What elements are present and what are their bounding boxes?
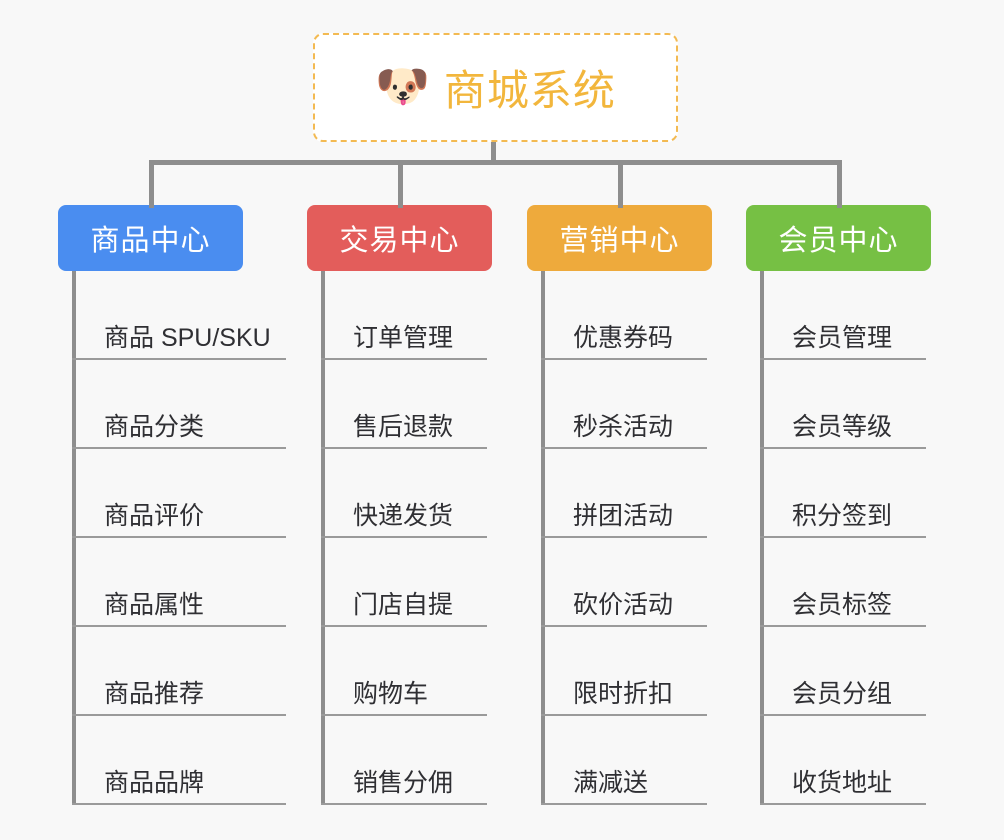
trunk-line-trade-center [321,271,325,805]
leaf-label: 订单管理 [353,323,454,352]
root-node[interactable]: 🐶 商城系统 [313,33,678,142]
column-trade-center: 交易中心订单管理售后退款快递发货门店自提购物车销售分佣 [307,205,492,805]
leaf-list-member-center: 会员管理会员等级积分签到会员标签会员分组收货地址 [760,271,926,805]
leaf-item[interactable]: 优惠券码 [541,271,707,360]
connector-drop-member-center [837,160,842,208]
leaf-item[interactable]: 会员等级 [760,360,926,449]
leaf-item[interactable]: 满减送 [541,716,707,805]
leaf-label: 商品属性 [104,590,205,619]
leaf-item[interactable]: 秒杀活动 [541,360,707,449]
leaf-item[interactable]: 商品 SPU/SKU [72,271,286,360]
category-header-product-center[interactable]: 商品中心 [58,205,243,271]
leaf-item[interactable]: 售后退款 [321,360,487,449]
leaf-item[interactable]: 会员分组 [760,627,926,716]
category-label: 交易中心 [339,225,460,257]
category-header-member-center[interactable]: 会员中心 [746,205,931,271]
leaf-item[interactable]: 订单管理 [321,271,487,360]
leaf-label: 收货地址 [792,768,893,797]
leaf-item[interactable]: 会员标签 [760,538,926,627]
leaf-label: 商品品牌 [104,768,205,797]
leaf-label: 售后退款 [353,412,454,441]
connector-root-stem [491,142,496,163]
leaf-list-trade-center: 订单管理售后退款快递发货门店自提购物车销售分佣 [321,271,487,805]
leaf-label: 砍价活动 [573,590,674,619]
connector-drop-product-center [149,160,154,208]
trunk-line-marketing-center [541,271,545,805]
leaf-list-marketing-center: 优惠券码秒杀活动拼团活动砍价活动限时折扣满减送 [541,271,707,805]
leaf-item[interactable]: 商品分类 [72,360,286,449]
column-marketing-center: 营销中心优惠券码秒杀活动拼团活动砍价活动限时折扣满减送 [527,205,712,805]
leaf-label: 会员标签 [792,590,893,619]
leaf-item[interactable]: 商品推荐 [72,627,286,716]
leaf-item[interactable]: 积分签到 [760,449,926,538]
leaf-item[interactable]: 砍价活动 [541,538,707,627]
category-label: 会员中心 [778,225,899,257]
root-title: 商城系统 [443,67,616,114]
leaf-item[interactable]: 会员管理 [760,271,926,360]
connector-drop-trade-center [398,160,403,208]
leaf-label: 门店自提 [353,590,454,619]
connector-drop-marketing-center [618,160,623,208]
leaf-item[interactable]: 门店自提 [321,538,487,627]
leaf-label: 商品评价 [104,501,205,530]
leaf-label: 商品推荐 [104,679,205,708]
leaf-label: 秒杀活动 [573,412,674,441]
leaf-label: 商品 SPU/SKU [104,323,271,352]
category-header-marketing-center[interactable]: 营销中心 [527,205,712,271]
leaf-item[interactable]: 商品品牌 [72,716,286,805]
column-product-center: 商品中心商品 SPU/SKU 商品分类商品评价商品属性商品推荐商品品牌 [58,205,286,805]
leaf-label: 满减送 [573,768,649,797]
leaf-item[interactable]: 收货地址 [760,716,926,805]
leaf-label: 积分签到 [792,501,893,530]
leaf-label: 优惠券码 [573,323,674,352]
leaf-label: 购物车 [353,679,429,708]
leaf-label: 会员等级 [792,412,893,441]
leaf-label: 会员分组 [792,679,893,708]
leaf-label: 快递发货 [353,501,454,530]
leaf-label: 限时折扣 [573,679,674,708]
dog-face-icon: 🐶 [375,61,430,111]
leaf-label: 拼团活动 [573,501,674,530]
leaf-item[interactable]: 限时折扣 [541,627,707,716]
category-label: 商品中心 [90,225,211,257]
leaf-label: 销售分佣 [353,768,454,797]
leaf-item[interactable]: 快递发货 [321,449,487,538]
leaf-item[interactable]: 购物车 [321,627,487,716]
leaf-label: 会员管理 [792,323,893,352]
leaf-item[interactable]: 商品属性 [72,538,286,627]
connector-horizontal-bus [150,160,840,165]
category-header-trade-center[interactable]: 交易中心 [307,205,492,271]
category-label: 营销中心 [559,225,680,257]
trunk-line-member-center [760,271,764,805]
leaf-list-product-center: 商品 SPU/SKU 商品分类商品评价商品属性商品推荐商品品牌 [72,271,286,805]
leaf-label: 商品分类 [104,412,205,441]
leaf-item[interactable]: 商品评价 [72,449,286,538]
leaf-item[interactable]: 销售分佣 [321,716,487,805]
column-member-center: 会员中心会员管理会员等级积分签到会员标签会员分组收货地址 [746,205,931,805]
leaf-item[interactable]: 拼团活动 [541,449,707,538]
trunk-line-product-center [72,271,76,805]
